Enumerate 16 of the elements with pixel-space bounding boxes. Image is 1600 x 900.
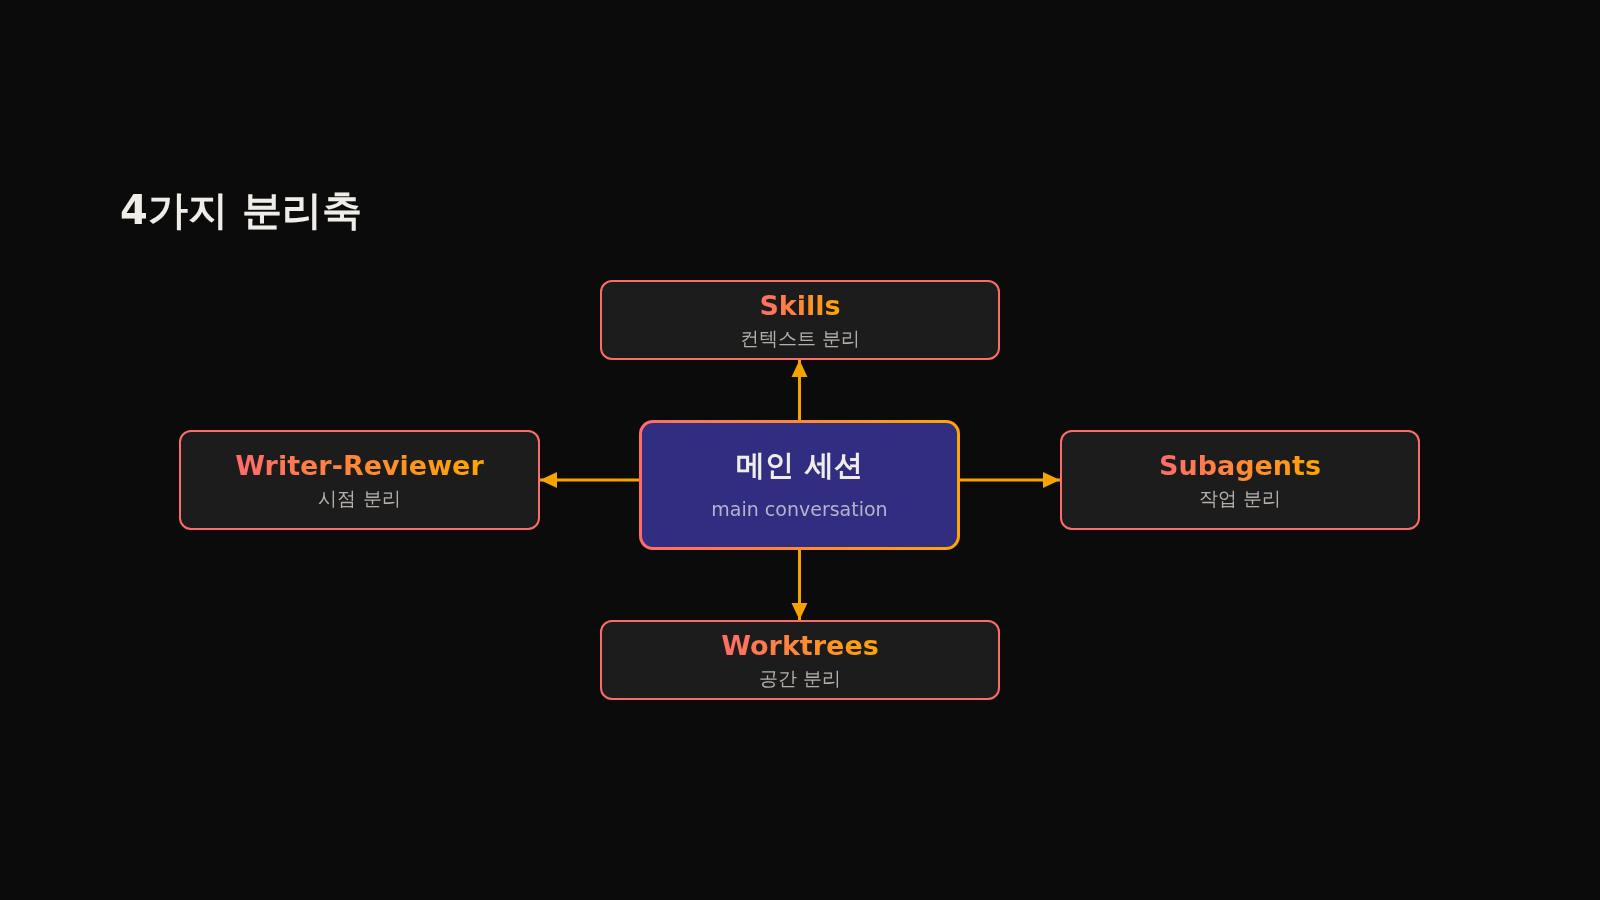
node-subtitle: 공간 분리: [758, 667, 841, 690]
node-title: 메인 세션: [736, 448, 863, 483]
node-subtitle: 시점 분리: [318, 487, 401, 510]
node-subtitle: main conversation: [711, 498, 888, 522]
diagram-title: 4가지 분리축: [120, 186, 362, 234]
process-box: [179, 430, 540, 530]
arrow: [540, 472, 639, 488]
hub-box: [639, 420, 960, 550]
process-box: [600, 280, 1000, 360]
node-subtitle: 컨텍스트 분리: [739, 327, 860, 350]
process-box: [1060, 430, 1420, 530]
process-box: [600, 620, 1000, 700]
arrow: [791, 550, 808, 620]
arrow: [960, 472, 1060, 488]
node-subtitle: 작업 분리: [1198, 487, 1281, 510]
arrow: [791, 360, 808, 420]
